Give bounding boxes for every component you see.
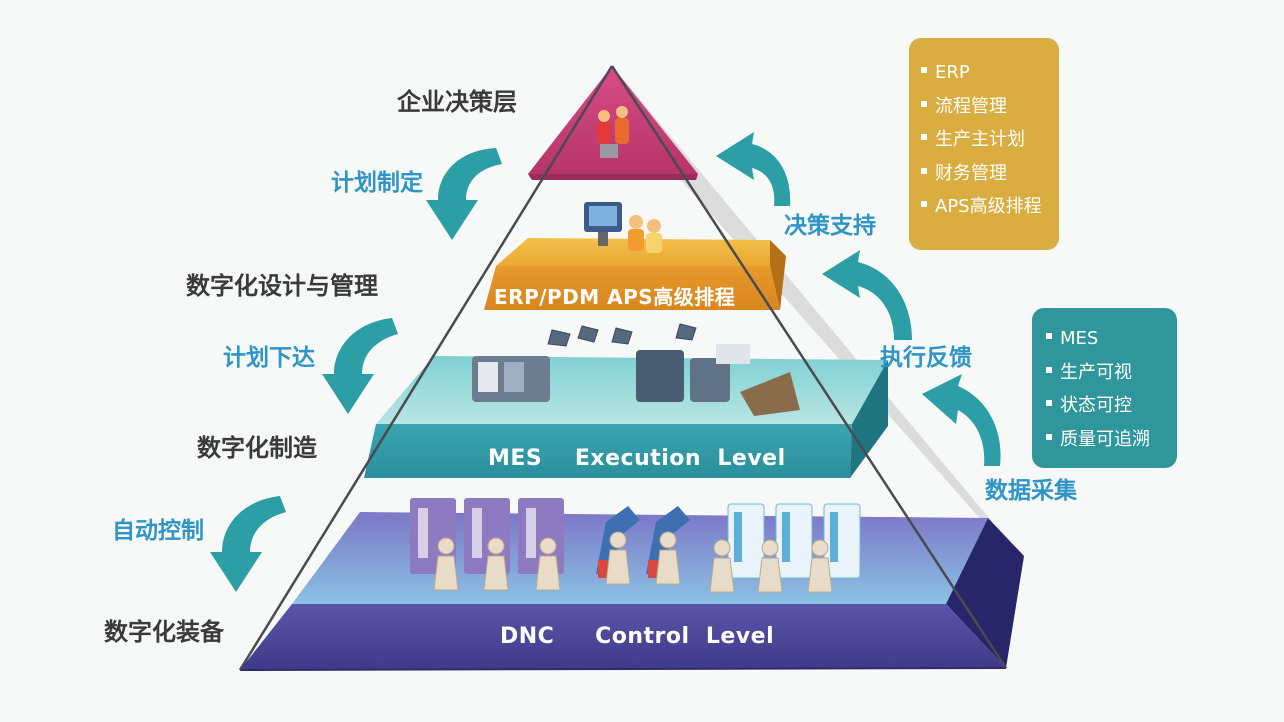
auto-control-label: 自动控制 (112, 518, 204, 544)
pyramid-shadow (612, 66, 1024, 566)
up-arrow-icon (922, 374, 1001, 466)
erp-box-item: ERP (921, 56, 1059, 90)
plan-make-label: 计划制定 (331, 170, 423, 196)
erp-box-item: APS高级排程 (921, 190, 1059, 224)
enterprise-level-label: 企业决策层 (397, 88, 517, 116)
cnc-machine-icon (410, 498, 564, 574)
people-icon (597, 106, 629, 158)
erp-info-box: ERP 流程管理 生产主计划 财务管理 APS高级排程 (909, 38, 1059, 250)
erp-box-item: 生产主计划 (921, 123, 1059, 157)
down-arrow-icon (426, 148, 502, 240)
plan-issue-label: 计划下达 (223, 345, 315, 371)
worker-icon (433, 531, 833, 593)
exec-feedback-label: 执行反馈 (880, 345, 972, 371)
server-cabinet-icon (727, 503, 861, 579)
down-arrow-icon (322, 318, 398, 414)
mes-box-item: 质量可追溯 (1046, 423, 1177, 457)
data-collect-label: 数据采集 (985, 478, 1077, 504)
manufacturing-level-label: 数字化制造 (197, 434, 317, 462)
computer-icon (584, 202, 662, 253)
erp-box-item: 财务管理 (921, 157, 1059, 191)
design-level-label: 数字化设计与管理 (186, 272, 378, 300)
mes-info-box: MES 生产可视 状态可控 质量可追溯 (1032, 308, 1177, 468)
pyramid-outline (238, 65, 1008, 671)
equipment-level-label: 数字化装备 (104, 618, 224, 646)
decision-support-label: 决策支持 (784, 213, 876, 239)
mes-box-item: 生产可视 (1046, 356, 1177, 390)
down-arrow-icon (210, 496, 286, 592)
erp-box-item: 流程管理 (921, 90, 1059, 124)
up-arrow-icon (716, 132, 791, 206)
production-line-icon (472, 344, 800, 416)
dnc-tier-label: DNC Control Level (500, 624, 775, 649)
erp-tier (484, 238, 786, 310)
mes-tier-label: MES Execution Level (488, 446, 786, 471)
mes-box-item: 状态可控 (1046, 389, 1177, 423)
up-arrow-icon (822, 250, 912, 340)
mes-box-item: MES (1046, 322, 1177, 356)
erp-tier-label: ERP/PDM APS高级排程 (494, 285, 736, 309)
robot-arm-icon (547, 323, 697, 347)
top-tier (528, 66, 698, 180)
